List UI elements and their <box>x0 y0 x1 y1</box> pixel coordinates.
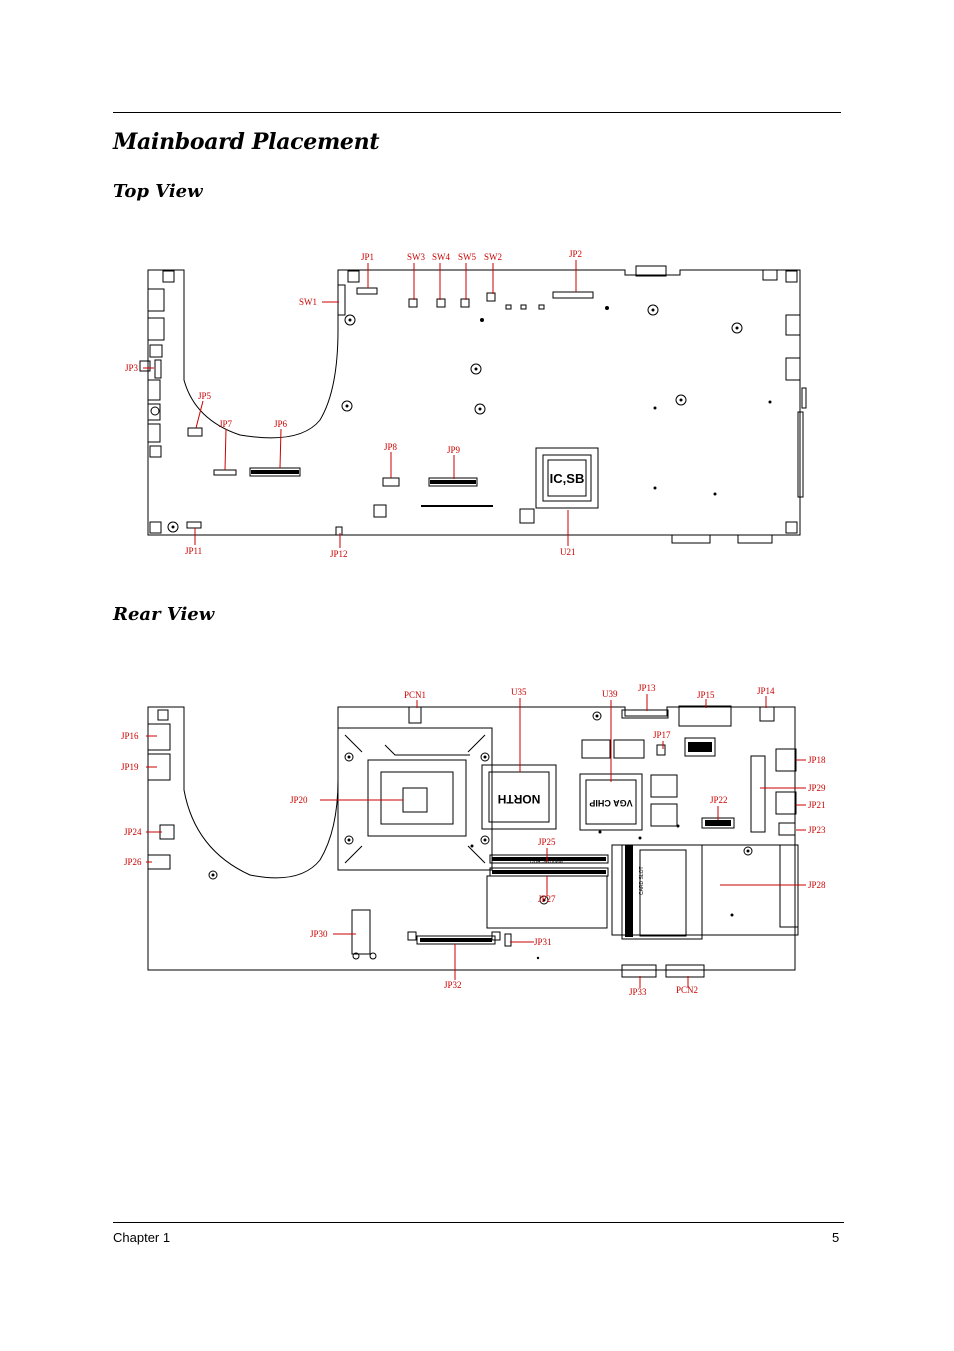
label-jp18: JP18 <box>808 755 826 765</box>
label-jp24: JP24 <box>124 827 142 837</box>
label-jp15: JP15 <box>697 690 715 700</box>
sodimm-label: DDR SODIMM <box>530 859 563 865</box>
label-jp9: JP9 <box>447 445 461 455</box>
rear-view-diagram: NORTH VGA CHIP DDR SODIMM CARD SLOT PCN1… <box>121 683 826 997</box>
label-jp6: JP6 <box>274 419 288 429</box>
page-title: Mainboard Placement <box>113 129 380 155</box>
label-jp21: JP21 <box>808 800 826 810</box>
label-jp30: JP30 <box>310 929 328 939</box>
vga-chip-label: VGA CHIP <box>589 798 632 808</box>
label-jp11: JP11 <box>185 546 202 556</box>
label-sw3: SW3 <box>407 252 426 262</box>
label-jp1: JP1 <box>361 252 374 262</box>
label-jp22: JP22 <box>710 795 728 805</box>
label-jp5: JP5 <box>198 391 212 401</box>
rear-board-outline <box>147 706 796 971</box>
label-u35: U35 <box>511 687 527 697</box>
rear-view-labels: PCN1 U35 U39 JP13 JP15 JP14 JP16 JP17 JP… <box>121 683 826 997</box>
label-sw2: SW2 <box>484 252 502 262</box>
top-view-heading: Top View <box>113 181 203 202</box>
label-jp25: JP25 <box>538 837 556 847</box>
south-bridge-chip-label: IC,SB <box>550 471 585 486</box>
label-sw5: SW5 <box>458 252 477 262</box>
label-jp27: JP27 <box>538 894 556 904</box>
top-board-outline <box>147 269 801 536</box>
footer-chapter: Chapter 1 <box>113 1230 171 1245</box>
rear-view-heading: Rear View <box>113 604 215 625</box>
top-view-diagram: IC,SB JP1 SW3 SW4 SW5 SW2 JP2 SW1 JP3 JP… <box>125 249 807 559</box>
label-jp12: JP12 <box>330 549 348 559</box>
label-jp3: JP3 <box>125 363 139 373</box>
label-jp33: JP33 <box>629 987 647 997</box>
label-jp13: JP13 <box>638 683 656 693</box>
label-sw4: SW4 <box>432 252 451 262</box>
label-jp2: JP2 <box>569 249 582 259</box>
north-bridge-chip-label: NORTH <box>498 792 541 806</box>
label-sw1: SW1 <box>299 297 317 307</box>
label-pcn2: PCN2 <box>676 985 698 995</box>
label-jp16: JP16 <box>121 731 139 741</box>
label-jp26: JP26 <box>124 857 142 867</box>
label-jp20: JP20 <box>290 795 308 805</box>
label-jp28: JP28 <box>808 880 826 890</box>
label-jp7: JP7 <box>219 419 233 429</box>
header-rule <box>113 112 841 113</box>
label-jp23: JP23 <box>808 825 826 835</box>
label-jp29: JP29 <box>808 783 826 793</box>
label-jp17: JP17 <box>653 730 671 740</box>
footer-rule <box>113 1222 844 1223</box>
label-jp31: JP31 <box>534 937 552 947</box>
label-jp14: JP14 <box>757 686 775 696</box>
label-u21: U21 <box>560 547 576 557</box>
label-jp32: JP32 <box>444 980 462 990</box>
footer-page-number: 5 <box>832 1230 840 1245</box>
label-jp8: JP8 <box>384 442 398 452</box>
card-slot-label: CARD SLOT <box>639 866 645 895</box>
label-jp19: JP19 <box>121 762 139 772</box>
label-u39: U39 <box>602 689 618 699</box>
label-pcn1: PCN1 <box>404 690 426 700</box>
top-view-labels: JP1 SW3 SW4 SW5 SW2 JP2 SW1 JP3 JP5 JP7 … <box>125 249 582 559</box>
